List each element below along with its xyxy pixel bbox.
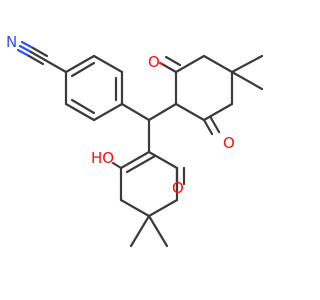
- molecule-structure-diagram: N O O HO O: [6, 33, 264, 248]
- lower-enol-ring: [111, 150, 186, 248]
- oxygen-atom-label-top: O: [148, 53, 160, 71]
- oxygen-atom-label-right: O: [223, 134, 235, 152]
- nitrile-group: [16, 40, 68, 74]
- nitrogen-atom-label: N: [6, 33, 17, 51]
- central-methine: [120, 102, 178, 154]
- oxygen-atom-label-bottom: O: [172, 179, 184, 197]
- benzene-ring: [64, 54, 124, 122]
- upper-dione-ring: [158, 54, 264, 136]
- hydroxyl-label: HO: [91, 149, 114, 167]
